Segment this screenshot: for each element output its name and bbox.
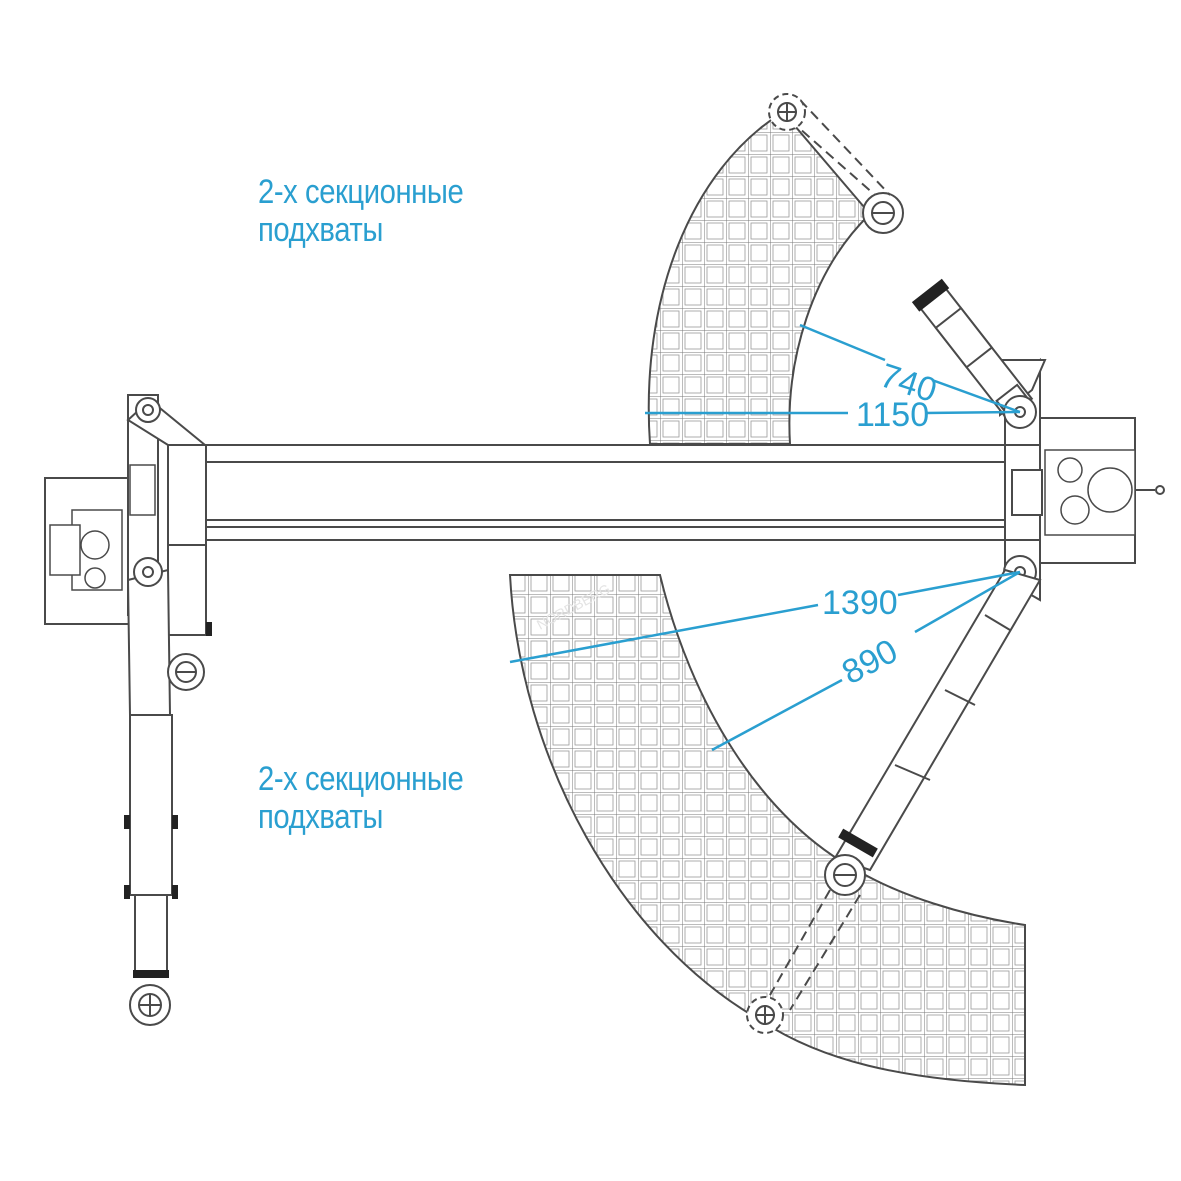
caption-top-line-2: подхваты [258, 211, 383, 249]
dim-bottom-inner: 890 [836, 632, 904, 692]
bottom-arm-sweep-area [508, 574, 1026, 1087]
left-arm [124, 557, 212, 1026]
dim-top-outer: 1150 [856, 396, 929, 434]
caption-top-line-1: 2-х секционные [258, 173, 464, 211]
top-arm-sweep-area [647, 110, 872, 445]
caption-top: 2-х секционные подхваты [258, 173, 464, 249]
dimension-lines [509, 323, 1021, 752]
dim-bottom-outer: 1390 [822, 584, 898, 622]
caption-bottom: 2-х секционные подхваты [258, 760, 464, 836]
bottom-right-arm [746, 555, 1042, 1034]
caption-bottom-line-1: 2-х секционные [258, 760, 464, 798]
crossbeam [204, 444, 1006, 541]
caption-bottom-line-2: подхваты [258, 798, 383, 836]
left-post [44, 394, 208, 636]
